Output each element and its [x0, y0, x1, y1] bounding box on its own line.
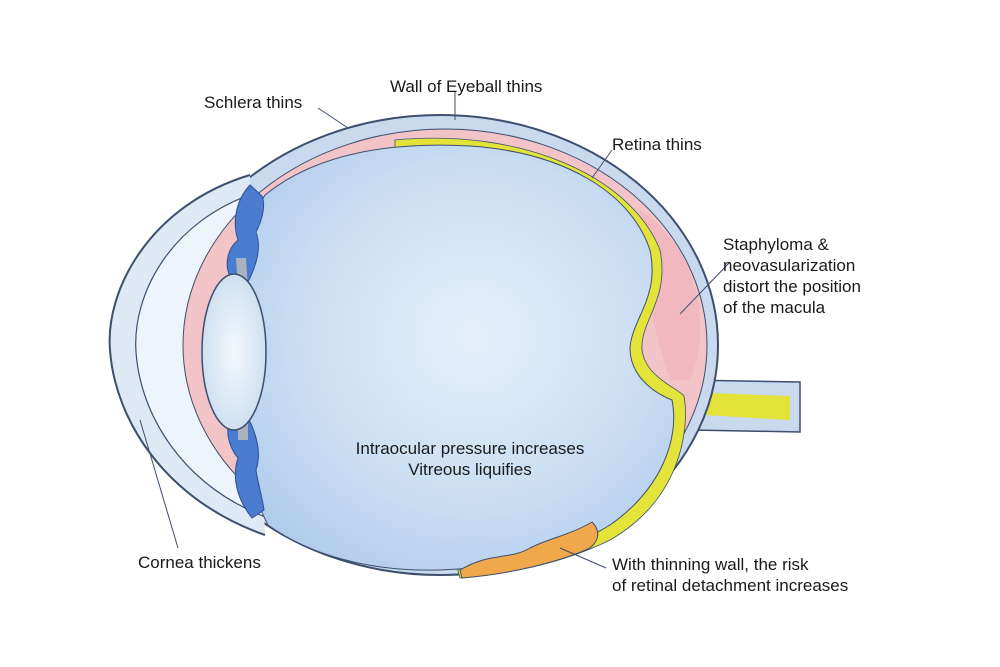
label-detachment: With thinning wall, the risk of retinal … — [612, 554, 848, 596]
label-sclera: Schlera thins — [204, 93, 303, 112]
label-staphyloma-line-2: neovasularization — [723, 256, 856, 275]
leader-detachment — [559, 547, 607, 569]
label-center: Intraocular pressure increases Vitreous … — [330, 438, 610, 480]
label-staphyloma-line-3: distort the position — [723, 277, 861, 296]
leader-retina — [591, 149, 613, 179]
label-center-line-1: Intraocular pressure increases — [355, 439, 585, 458]
leader-cornea — [139, 419, 179, 549]
label-retina: Retina thins — [612, 135, 702, 154]
lens — [201, 273, 267, 431]
label-wall-of-eyeball: Wall of Eyeball thins — [390, 77, 543, 96]
vitreous-body — [227, 144, 675, 571]
label-detachment-line-1: With thinning wall, the risk — [612, 555, 809, 574]
leader-staphyloma — [679, 261, 731, 315]
leader-sclera — [317, 107, 349, 129]
retinal-detachment — [459, 521, 599, 579]
label-center-line-2: Vitreous liquifies — [408, 460, 532, 479]
label-staphyloma-line-1: Staphyloma & — [723, 235, 829, 254]
iris-lower — [227, 411, 265, 519]
label-cornea: Cornea thickens — [138, 553, 261, 572]
label-staphyloma: Staphyloma & neovasularization distort t… — [723, 234, 861, 318]
label-staphyloma-line-4: of the macula — [723, 298, 826, 317]
label-detachment-line-2: of retinal detachment increases — [612, 576, 849, 595]
